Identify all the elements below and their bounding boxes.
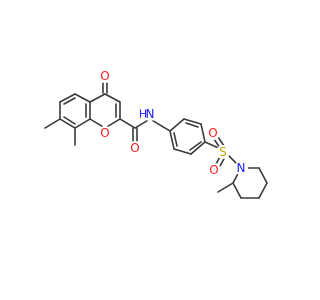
ketone-oxygen-label: O — [100, 69, 109, 83]
bond — [104, 93, 121, 103]
bond-methyl-7 — [44, 118, 61, 129]
bonds — [44, 79, 268, 199]
bond-sulfonyl — [217, 136, 225, 147]
amide-hydrogen-label: H — [139, 108, 147, 121]
bond — [169, 130, 175, 150]
amide-nitrogen-label: N — [146, 107, 155, 121]
bond — [74, 118, 91, 129]
bond-double-inner — [63, 116, 76, 125]
bond — [200, 123, 206, 143]
bond-double-inner — [185, 122, 199, 128]
bond-double-inner — [189, 141, 202, 151]
sulfonyl-oxygen-top-label: O — [208, 126, 217, 140]
bond — [59, 118, 76, 129]
bond-double-inner — [173, 132, 178, 147]
bond-double-inner — [63, 97, 76, 105]
bond — [149, 118, 171, 132]
bond — [169, 118, 185, 132]
piperidine-nitrogen-label: N — [237, 161, 246, 175]
chemical-structure-diagram: O O O N H S O O N — [44, 69, 268, 199]
bond — [183, 118, 202, 125]
amide-oxygen-label: O — [130, 141, 139, 155]
bond — [258, 182, 268, 199]
bond — [59, 93, 76, 103]
ring-oxygen-label: O — [100, 126, 109, 140]
sulfonyl-oxygen-bottom-label: O — [209, 163, 218, 177]
bond — [232, 182, 242, 199]
bond — [190, 141, 206, 155]
sulfur-label: S — [219, 145, 227, 159]
bond — [258, 167, 268, 184]
bond — [89, 93, 106, 103]
bond — [74, 93, 91, 103]
bond-methyl-piperidine — [217, 182, 234, 193]
bond — [119, 118, 136, 129]
bond — [173, 148, 192, 155]
atom-labels: O O O N H S O O N — [98, 69, 248, 177]
